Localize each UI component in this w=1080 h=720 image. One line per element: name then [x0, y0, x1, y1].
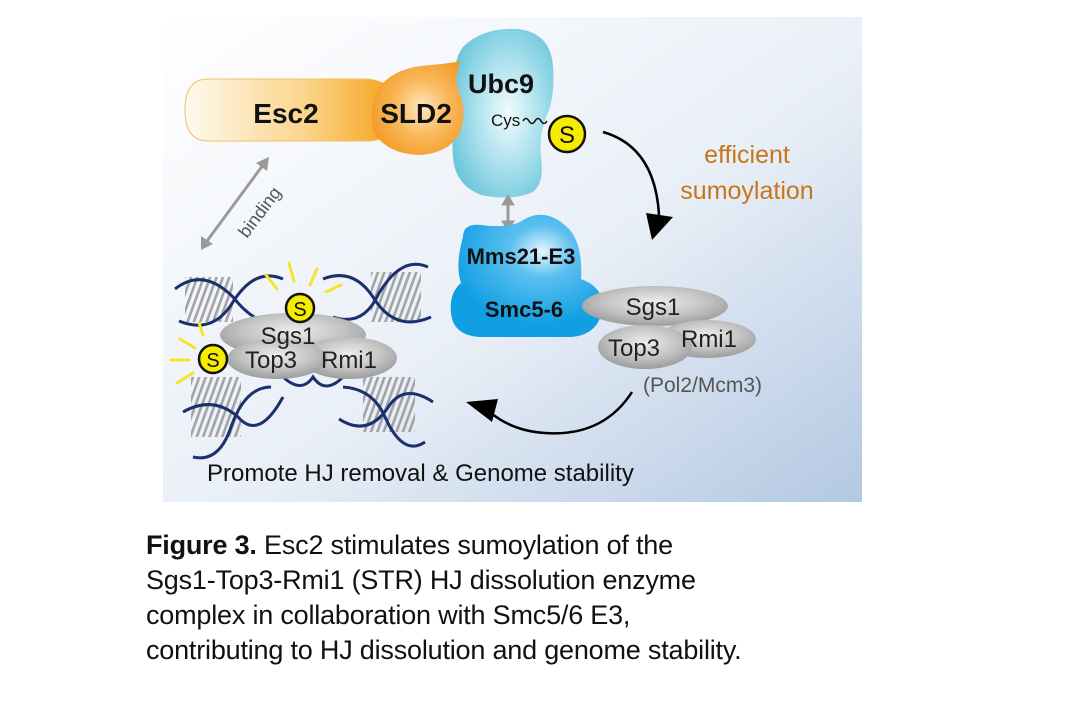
str-complex-right: Sgs1 Top3 Rmi1	[582, 286, 756, 369]
sld2-domain: SLD2	[371, 61, 464, 155]
str-complex-left: Sgs1 Top3 Rmi1	[220, 313, 397, 379]
ubc9-protein: Ubc9 Cys	[452, 28, 554, 198]
caption-line-3: complex in collaboration with Smc5/6 E3,	[146, 600, 631, 630]
sgs1-label-left: Sgs1	[261, 323, 316, 350]
thioester-bond-squiggle	[522, 117, 548, 125]
top3-label-right: Top3	[608, 335, 660, 362]
caption-text: Esc2 stimulates sumoylation of the	[256, 530, 673, 560]
pol2-mcm3-label: (Pol2/Mcm3)	[643, 374, 762, 397]
holliday-junction-dna	[174, 262, 434, 460]
rmi1-label-right: Rmi1	[681, 326, 737, 353]
sumoylation-arrowhead-icon	[646, 213, 673, 240]
figure-panel: Esc2 Ubc9 Cys SLD2 S efficient sumoylati…	[163, 17, 862, 502]
esc2-protein: Esc2	[184, 78, 389, 142]
sumo-icon: S	[559, 122, 575, 149]
figure-caption: Figure 3. Esc2 stimulates sumoylation of…	[146, 528, 946, 668]
caption-line-2: Sgs1-Top3-Rmi1 (STR) HJ dissolution enzy…	[146, 565, 696, 595]
sumo-on-ubc9: S	[547, 114, 587, 154]
sgs1-label-right: Sgs1	[626, 294, 681, 321]
sld2-label: SLD2	[380, 98, 452, 129]
sumoylation-label: sumoylation	[680, 177, 813, 205]
sumo-on-sgs1: S	[264, 261, 343, 324]
cys-label: Cys	[491, 111, 520, 130]
smc5-6-label: Smc5-6	[485, 297, 563, 322]
return-arrowhead-icon	[466, 399, 498, 422]
caption-figure-label: Figure 3.	[146, 530, 257, 560]
outcome-label: Promote HJ removal & Genome stability	[207, 460, 634, 487]
sumo-icon: S	[293, 299, 306, 321]
return-arrow	[490, 391, 634, 435]
caption-line-4: contributing to HJ dissolution and genom…	[146, 635, 742, 665]
caption-line-1: Figure 3. Esc2 stimulates sumoylation of…	[146, 528, 946, 563]
mms21-label: Mms21-E3	[467, 244, 576, 269]
sumoylation-arrow	[602, 130, 661, 216]
rmi1-label-left: Rmi1	[321, 347, 377, 374]
sumo-on-top3: S	[169, 321, 229, 385]
top3-label-left: Top3	[245, 347, 297, 374]
esc2-label: Esc2	[253, 98, 318, 129]
smc5-6-complex: Mms21-E3 Smc5-6	[450, 214, 603, 337]
sumo-icon: S	[206, 350, 219, 372]
ubc9-label: Ubc9	[468, 69, 534, 99]
efficient-label: efficient	[704, 141, 790, 169]
